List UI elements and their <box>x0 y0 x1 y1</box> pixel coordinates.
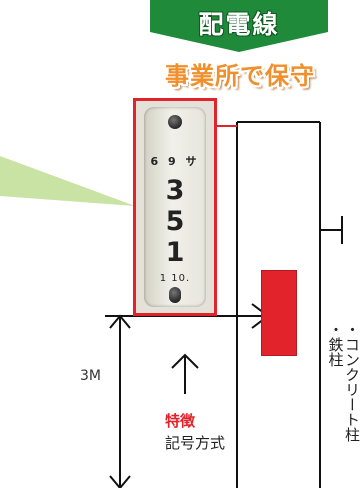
dimension-arrowhead-bottom <box>109 475 131 488</box>
plate-line5: 1 10. <box>159 273 191 284</box>
number-plate-frame: 6 9 サ 3 5 1 1 10. <box>133 98 217 316</box>
dimension-label: 3M <box>80 368 101 384</box>
banner-title: 配電線 <box>198 10 280 39</box>
plate-line2: 3 <box>165 175 185 206</box>
pole-type-concrete: ・コンクリート柱 <box>343 322 361 442</box>
feature-arrowhead <box>171 353 199 369</box>
pole-type-steel: ・鉄柱 <box>326 322 345 367</box>
pole-type-label: ・コンクリート柱 ・鉄柱 <box>316 322 362 488</box>
subtitle: 事業所で保守 <box>165 62 315 90</box>
feature-title: 特徴 <box>165 412 196 430</box>
callout-wedge <box>0 156 135 206</box>
banner: 配電線 <box>150 0 328 52</box>
red-marker-box <box>261 270 297 356</box>
bottom-bolt-icon <box>169 287 181 303</box>
feature-text: 記号方式 <box>165 434 226 452</box>
dimension-arrowhead-top <box>109 314 131 329</box>
banner-ribbon <box>150 0 328 52</box>
number-plate: 6 9 サ 3 5 1 1 10. <box>144 107 206 307</box>
plate-line4: 1 <box>165 237 185 268</box>
top-bolt-icon <box>168 115 182 129</box>
plate-line1: 6 9 サ <box>150 155 200 168</box>
plate-line3: 5 <box>165 206 185 237</box>
